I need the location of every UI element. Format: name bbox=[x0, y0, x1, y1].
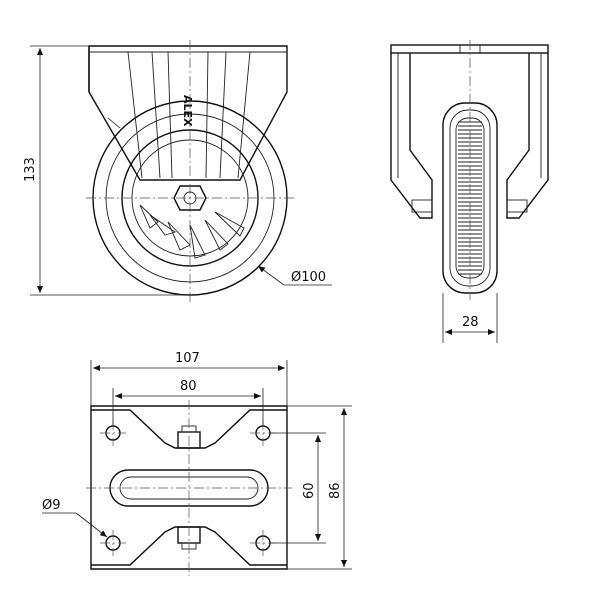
fork-ribs bbox=[127, 51, 251, 179]
dim-plate-length-label: 86 bbox=[328, 482, 343, 499]
dim-height: 133 bbox=[23, 45, 190, 296]
plate-view bbox=[86, 400, 292, 576]
dim-hole-spacing-x: 80 bbox=[112, 379, 264, 426]
dim-plate-length: 86 bbox=[287, 405, 352, 570]
dim-wheel-diameter-label: Ø100 bbox=[291, 270, 326, 285]
dim-wheel-width: 28 bbox=[442, 293, 498, 343]
dim-height-label: 133 bbox=[23, 157, 38, 182]
wheel-spokes bbox=[139, 204, 245, 259]
dim-wheel-diameter: Ø100 bbox=[257, 265, 332, 286]
dim-wheel-width-label: 28 bbox=[462, 315, 479, 330]
dim-hole-spacing-x-label: 80 bbox=[180, 379, 197, 394]
side-view bbox=[390, 40, 549, 300]
dim-plate-width-label: 107 bbox=[175, 351, 200, 366]
side-fork bbox=[390, 53, 433, 219]
dim-hole-diameter: Ø9 bbox=[42, 498, 108, 538]
dim-hole-diameter-label: Ø9 bbox=[42, 498, 61, 513]
axle-nut bbox=[173, 185, 207, 211]
front-view: ALEX bbox=[86, 40, 296, 302]
dim-hole-spacing-y-label: 60 bbox=[302, 482, 317, 499]
dim-hole-spacing-y: 60 bbox=[270, 432, 326, 544]
brand-label: ALEX bbox=[181, 95, 194, 127]
dim-plate-width: 107 bbox=[90, 351, 288, 406]
